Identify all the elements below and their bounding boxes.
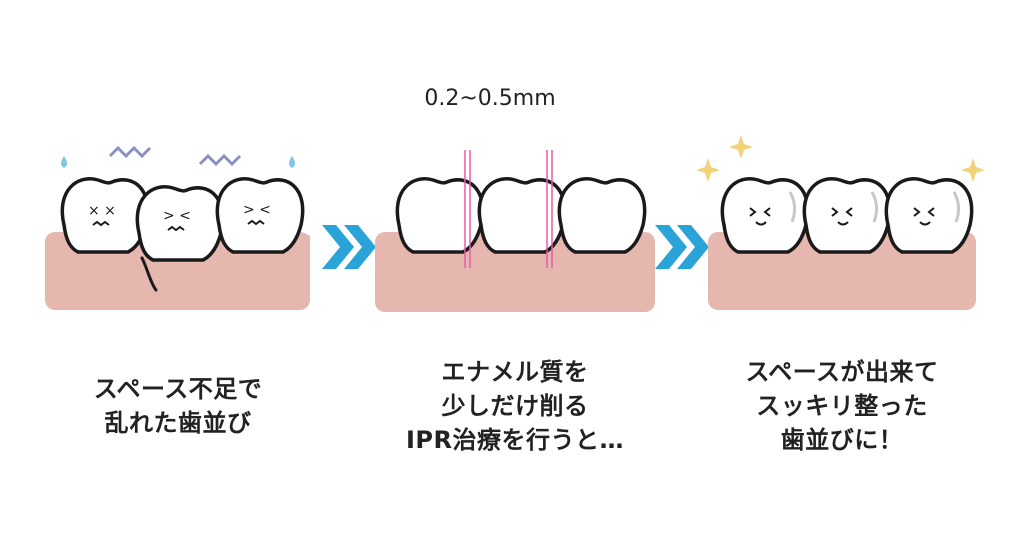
gum-crease (140, 256, 158, 292)
caption-line: エナメル質を (441, 358, 589, 386)
caption-line: 乱れた歯並び (104, 409, 252, 437)
sparkle-icon (961, 158, 985, 182)
step-2-caption: エナメル質を 少しだけ削る IPR治療を行うと… (365, 355, 665, 457)
aligned-teeth-illustration (696, 135, 985, 310)
caption-line: スッキリ整った (756, 392, 928, 420)
tooth-right-1 (720, 177, 810, 254)
sparkle-icon (696, 158, 720, 182)
ipr-cut-line (546, 150, 553, 268)
caption-line: スペース不足で (93, 375, 263, 403)
sparkle-icon (729, 135, 753, 159)
tooth-left-1: × × (60, 177, 150, 254)
tooth-center-3 (557, 177, 647, 254)
caption-line: 少しだけ削る (441, 392, 589, 420)
stress-squiggle-icon (108, 145, 152, 159)
sweat-drop-icon (289, 156, 295, 168)
ipr-cut-line (464, 150, 471, 268)
measurement-label: 0.2~0.5mm (424, 86, 556, 111)
chevron-right-arrow-icon (655, 225, 709, 269)
svg-text:× ×: × × (88, 203, 116, 219)
tooth-right-3 (884, 177, 974, 254)
ipr-teeth-illustration (375, 150, 655, 312)
step-1-caption: スペース不足で 乱れた歯並び (28, 372, 328, 440)
tooth-left-2: > < (135, 185, 225, 262)
step-3-caption: スペースが出来て スッキリ整った 歯並びに！ (692, 355, 992, 457)
tooth-right-2 (802, 177, 892, 254)
tooth-left-3: > < (215, 177, 305, 254)
caption-line: IPR治療を行うと… (406, 426, 624, 454)
svg-text:> <: > < (243, 202, 271, 218)
caption-line: 歯並びに！ (780, 426, 904, 454)
sweat-drop-icon (61, 156, 67, 168)
svg-text:> <: > < (163, 208, 191, 224)
crowded-teeth-illustration: × × > < > < (45, 145, 310, 310)
caption-line: スペースが出来て (745, 358, 939, 386)
stress-squiggle-icon (198, 153, 242, 167)
chevron-right-arrow-icon (322, 225, 376, 269)
